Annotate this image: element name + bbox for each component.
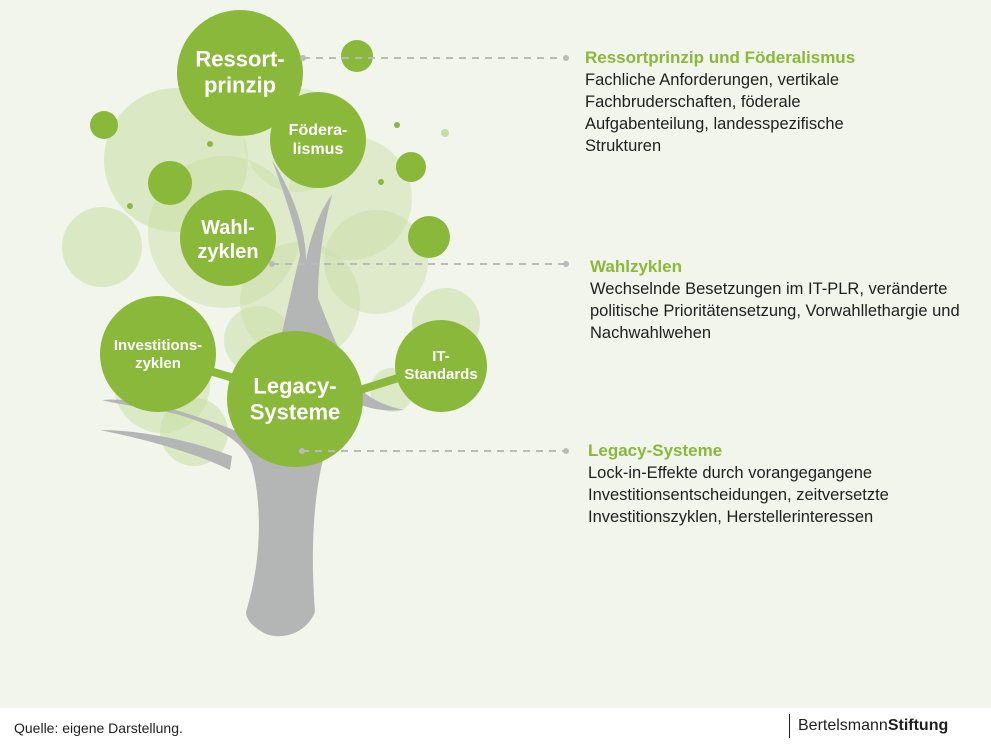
logo-text-bold: Stiftung bbox=[887, 717, 949, 734]
label-legacy: Legacy- Systeme bbox=[249, 373, 341, 425]
green-dot bbox=[396, 152, 426, 182]
connector-legacy-it bbox=[356, 374, 402, 394]
circle-foederalismus bbox=[270, 92, 366, 188]
annotation-ressortprinzip: Ressortprinzip und Föderalismus Fachlich… bbox=[585, 47, 980, 157]
leader-lines bbox=[272, 57, 566, 452]
circle-itstandards bbox=[395, 320, 487, 412]
circle-legacy bbox=[227, 331, 363, 467]
tree-illustration bbox=[62, 10, 569, 637]
circle-wahlzyklen bbox=[180, 190, 276, 286]
annotation-wahlzyklen: Wahlzyklen Wechselnde Besetzungen im IT-… bbox=[590, 256, 985, 344]
leader-end-dot bbox=[300, 55, 306, 61]
label-wahlzyklen: Wahl- zyklen bbox=[197, 217, 259, 263]
label-ressortprinzip: Ressort- prinzip bbox=[195, 46, 285, 98]
source-note: Quelle: eigene Darstellung. bbox=[14, 720, 183, 736]
green-dot bbox=[148, 161, 192, 205]
left-branch-shape bbox=[100, 430, 232, 470]
green-dot bbox=[378, 179, 384, 185]
leader-end-dot bbox=[269, 261, 275, 267]
logo-text-regular: Bertelsmann bbox=[798, 717, 888, 734]
leader-end-dot bbox=[563, 448, 569, 454]
foliage-circle bbox=[324, 210, 428, 314]
annotation-text: Wechselnde Besetzungen im IT-PLR, veränd… bbox=[590, 280, 960, 342]
green-dot bbox=[341, 40, 373, 72]
green-dot bbox=[127, 203, 133, 209]
green-dot bbox=[90, 111, 118, 139]
label-investitionszyklen: Investitions- zyklen bbox=[113, 337, 203, 372]
annotation-legacy: Legacy-Systeme Lock-in-Effekte durch vor… bbox=[588, 440, 983, 528]
label-itstandards: IT- Standards bbox=[404, 348, 478, 383]
leader-end-dot bbox=[299, 448, 305, 454]
annotation-text: Fachliche Anforderungen, vertikale Fachb… bbox=[585, 71, 844, 155]
green-dot bbox=[207, 141, 213, 147]
annotation-title: Wahlzyklen bbox=[590, 257, 682, 276]
foliage-circle bbox=[62, 207, 142, 287]
annotation-text: Lock-in-Effekte durch vorangegangene Inv… bbox=[588, 464, 889, 526]
annotation-title: Legacy-Systeme bbox=[588, 441, 723, 460]
bertelsmann-logo: BertelsmannStiftung bbox=[789, 714, 948, 738]
decorative-dots bbox=[90, 40, 450, 345]
label-foederalismus: Födera- lismus bbox=[288, 121, 348, 158]
green-dot bbox=[394, 122, 400, 128]
green-dot bbox=[408, 216, 450, 258]
leader-end-dot bbox=[563, 55, 569, 61]
annotation-title: Ressortprinzip und Föderalismus bbox=[585, 48, 856, 67]
leader-end-dot bbox=[563, 261, 569, 267]
green-dot bbox=[441, 129, 449, 137]
labeled-circles bbox=[100, 10, 487, 467]
circle-investitionszyklen bbox=[100, 296, 216, 412]
leader-end-dots bbox=[269, 55, 569, 454]
circle-ressortprinzip bbox=[177, 10, 303, 136]
